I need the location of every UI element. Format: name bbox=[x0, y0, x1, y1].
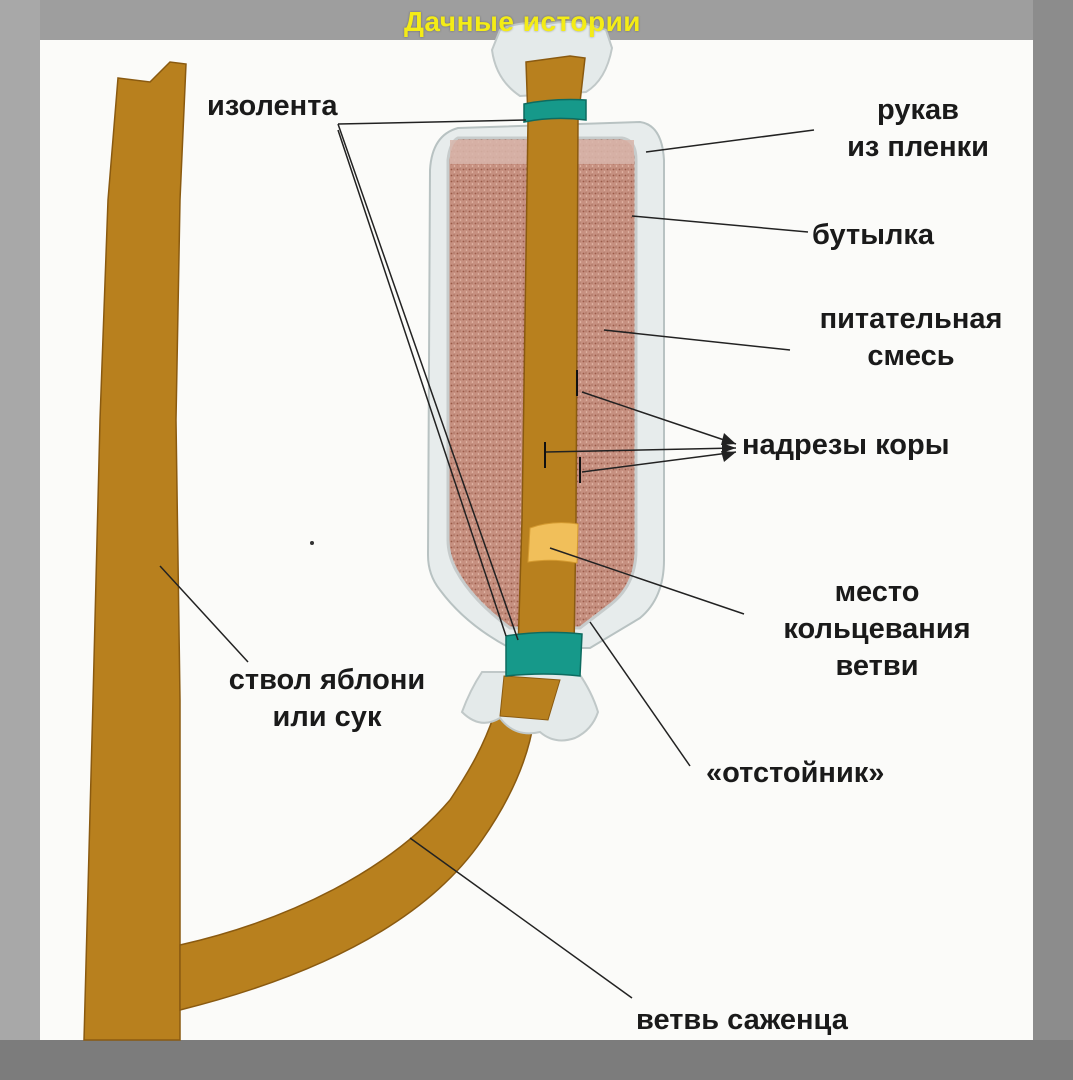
label-bottle: бутылка bbox=[812, 219, 935, 251]
leader-ringing bbox=[549, 547, 745, 615]
branch-below-tie bbox=[499, 675, 561, 721]
speck bbox=[310, 541, 314, 545]
seedling-branch bbox=[179, 714, 535, 1011]
leader-mixture bbox=[603, 329, 791, 351]
label-trunk-line2: или сук bbox=[272, 701, 382, 733]
label-sleeve: рукав из пленки bbox=[818, 92, 1018, 166]
branch-segment bbox=[517, 55, 586, 651]
label-ringing: место кольцевания ветви bbox=[752, 574, 1002, 685]
leader-tape-left bbox=[337, 129, 507, 637]
leader-tape-top bbox=[337, 119, 527, 125]
leader-tape-bottom bbox=[337, 123, 519, 641]
leader-cuts-1 bbox=[581, 391, 737, 445]
watermark-title: Дачные истории bbox=[403, 6, 641, 37]
frame-bottom bbox=[0, 1040, 1073, 1080]
label-bark-cuts: надрезы коры bbox=[742, 429, 950, 461]
leader-bottle bbox=[631, 215, 809, 233]
label-sump: «отстойник» bbox=[706, 757, 885, 789]
leader-cuts-2 bbox=[545, 447, 737, 453]
label-mixture: питательная смесь bbox=[790, 301, 1032, 375]
frame-right bbox=[1033, 0, 1073, 1080]
arrow-cuts-3 bbox=[721, 451, 736, 462]
leader-branch bbox=[409, 837, 633, 999]
label-mixture-line2: смесь bbox=[867, 340, 955, 372]
label-mixture-line1: питательная bbox=[819, 303, 1003, 335]
arrow-cuts-1 bbox=[721, 433, 736, 445]
frame-left bbox=[0, 0, 40, 1080]
leader-sump bbox=[589, 621, 691, 767]
leader-sleeve bbox=[645, 129, 815, 153]
tape-bottom bbox=[505, 631, 583, 677]
ringing-spot bbox=[527, 522, 579, 564]
apple-trunk bbox=[83, 61, 187, 1041]
label-trunk: ствол яблони или сук bbox=[196, 662, 458, 736]
arrow-cuts-2 bbox=[722, 443, 736, 453]
label-ringing-line2: кольцевания bbox=[783, 613, 971, 645]
label-sleeve-line1: рукав bbox=[877, 94, 959, 126]
label-branch: ветвь саженца bbox=[636, 1004, 848, 1036]
label-ringing-line3: ветви bbox=[835, 650, 919, 682]
label-sleeve-line2: из пленки bbox=[847, 131, 989, 163]
label-tape: изолента bbox=[207, 90, 338, 122]
label-ringing-line1: место bbox=[834, 576, 920, 608]
tape-top bbox=[523, 98, 587, 123]
label-trunk-line1: ствол яблони bbox=[228, 664, 426, 696]
leader-trunk bbox=[159, 565, 249, 663]
leader-cuts-3 bbox=[581, 451, 737, 473]
